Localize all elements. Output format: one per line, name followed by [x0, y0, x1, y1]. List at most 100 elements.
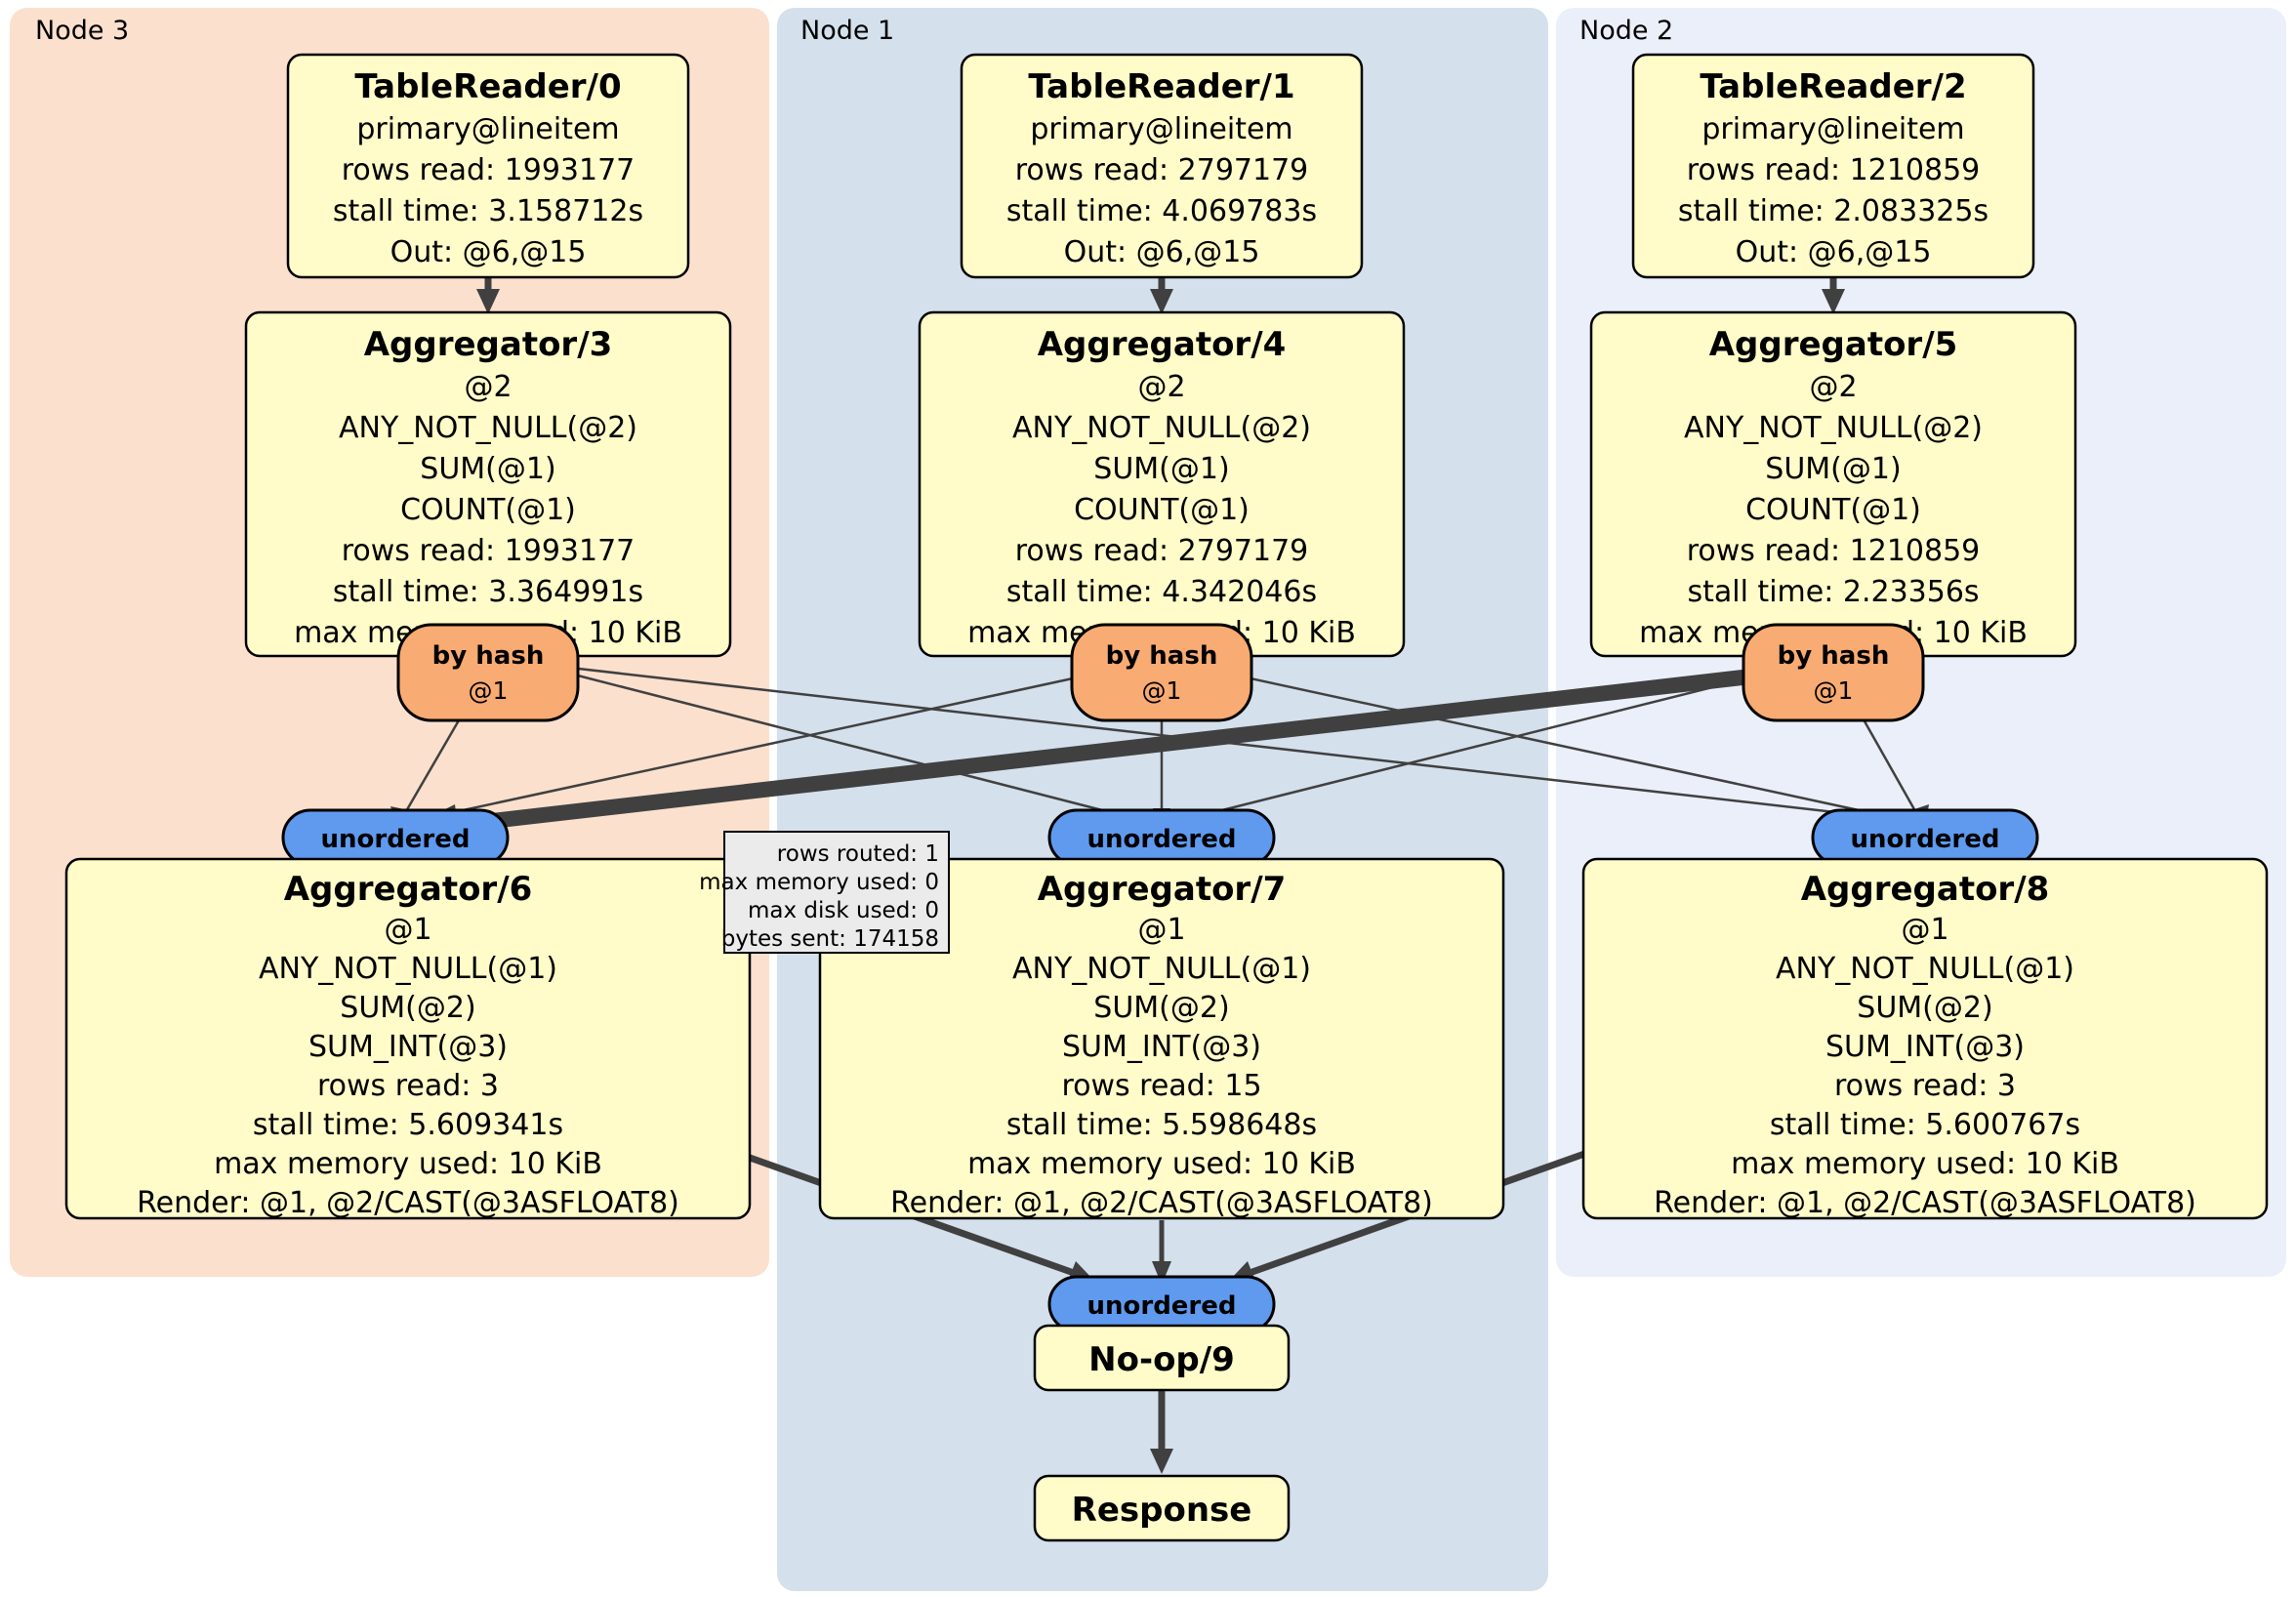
aggregator8-line-4: rows read: 3: [1834, 1069, 2016, 1103]
byhash3-sublabel: @1: [469, 676, 509, 705]
byhash4-pill[interactable]: [1070, 623, 1253, 722]
tablereader1-line-3: Out: @6,@15: [1064, 235, 1260, 269]
aggregator8-line-3: SUM_INT(@3): [1825, 1030, 2025, 1064]
tablereader0-line-3: Out: @6,@15: [390, 235, 587, 269]
aggregator8-line-5: stall time: 5.600767s: [1770, 1108, 2080, 1142]
edge-byhash4-unordered8: [1227, 672, 1905, 822]
synchronizer-unordered7[interactable]: unordered: [1047, 808, 1276, 867]
aggregator8-box[interactable]: [1581, 857, 2269, 1220]
aggregator4-line-1: ANY_NOT_NULL(@2): [1012, 411, 1311, 445]
synchronizer-unordered9[interactable]: unordered: [1047, 1275, 1276, 1333]
aggregator8-line-1: ANY_NOT_NULL(@1): [1776, 952, 2074, 986]
aggregator8-title: Aggregator/8: [1801, 870, 2050, 909]
aggregator6-line-0: @1: [384, 913, 431, 947]
edge-byhash5-unordered7: [1182, 672, 1768, 822]
processor-aggregator6[interactable]: Aggregator/6 @1 ANY_NOT_NULL(@1) SUM(@2)…: [64, 857, 752, 1220]
tablereader0-title: TableReader/0: [354, 67, 621, 106]
tablereader2-line-1: rows read: 1210859: [1687, 153, 1981, 187]
router-byhash5[interactable]: by hash @1: [1742, 623, 1925, 722]
aggregator7-title: Aggregator/7: [1038, 870, 1287, 909]
aggregator6-line-4: rows read: 3: [317, 1069, 499, 1103]
cluster-node1-label: Node 1: [800, 16, 894, 46]
edge-tr0-agg3-arrowhead: [476, 289, 500, 314]
synchronizer-unordered6[interactable]: unordered: [281, 808, 510, 867]
aggregator5-line-3: COUNT(@1): [1745, 493, 1921, 527]
aggregator5-title: Aggregator/5: [1709, 325, 1958, 364]
edge-stats-line-0: rows routed: 1: [777, 841, 939, 867]
processor-tablereader2[interactable]: TableReader/2 primary@lineitem rows read…: [1631, 53, 2035, 279]
processor-tablereader0[interactable]: TableReader/0 primary@lineitem rows read…: [286, 53, 690, 279]
aggregator3-line-0: @2: [464, 370, 512, 404]
edge-stats-tooltip-box: [723, 831, 950, 954]
aggregator6-line-5: stall time: 5.609341s: [253, 1108, 563, 1142]
aggregator6-line-3: SUM_INT(@3): [308, 1030, 508, 1064]
byhash3-pill[interactable]: [396, 623, 580, 722]
processor-tablereader1[interactable]: TableReader/1 primary@lineitem rows read…: [960, 53, 1364, 279]
processor-aggregator4[interactable]: Aggregator/4 @2 ANY_NOT_NULL(@2) SUM(@1)…: [918, 310, 1406, 658]
aggregator4-line-5: stall time: 4.342046s: [1006, 575, 1317, 609]
byhash3-label: by hash: [432, 641, 545, 671]
edge-tr1-agg4-arrowhead: [1150, 289, 1173, 314]
tablereader2-box[interactable]: [1631, 53, 2035, 279]
aggregator4-line-0: @2: [1137, 370, 1185, 404]
edge-byhash4-unordered6: [417, 672, 1096, 822]
edge-byhash3-unordered7: [569, 672, 1141, 822]
byhash4-sublabel: @1: [1142, 676, 1182, 705]
tablereader2-line-2: stall time: 2.083325s: [1678, 194, 1988, 228]
aggregator5-line-0: @2: [1809, 370, 1857, 404]
aggregator4-title: Aggregator/4: [1038, 325, 1287, 364]
aggregator6-line-1: ANY_NOT_NULL(@1): [259, 952, 557, 986]
aggregator7-line-0: @1: [1137, 913, 1185, 947]
cluster-node3-label: Node 3: [35, 16, 129, 46]
response-box[interactable]: [1033, 1474, 1291, 1542]
router-byhash3[interactable]: by hash @1: [396, 623, 580, 722]
synchronizer-unordered8[interactable]: unordered: [1811, 808, 2039, 867]
aggregator7-line-3: SUM_INT(@3): [1062, 1030, 1261, 1064]
tablereader1-line-1: rows read: 2797179: [1015, 153, 1309, 187]
edge-noop9-response-arrowhead: [1150, 1449, 1173, 1474]
aggregator6-line-2: SUM(@2): [340, 991, 475, 1025]
aggregator4-line-4: rows read: 2797179: [1015, 534, 1309, 568]
aggregator6-box[interactable]: [64, 857, 752, 1220]
tablereader1-box[interactable]: [960, 53, 1364, 279]
router-byhash4[interactable]: by hash @1: [1070, 623, 1253, 722]
aggregator8-line-2: SUM(@2): [1857, 991, 1992, 1025]
tablereader0-box[interactable]: [286, 53, 690, 279]
aggregator5-line-1: ANY_NOT_NULL(@2): [1684, 411, 1983, 445]
aggregator3-line-2: SUM(@1): [420, 452, 555, 486]
processor-aggregator5[interactable]: Aggregator/5 @2 ANY_NOT_NULL(@2) SUM(@1)…: [1589, 310, 2077, 658]
aggregator7-line-2: SUM(@2): [1093, 991, 1229, 1025]
aggregator7-line-6: max memory used: 10 KiB: [967, 1147, 1356, 1181]
aggregator7-line-7: Render: @1, @2/CAST(@3ASFLOAT8): [890, 1186, 1433, 1220]
edge-byhash5-unordered6-thick: [448, 666, 1778, 834]
processor-aggregator8[interactable]: Aggregator/8 @1 ANY_NOT_NULL(@1) SUM(@2)…: [1581, 857, 2269, 1220]
aggregator7-box[interactable]: [818, 857, 1505, 1220]
tablereader1-title: TableReader/1: [1028, 67, 1294, 106]
aggregator8-line-7: Render: @1, @2/CAST(@3ASFLOAT8): [1654, 1186, 2196, 1220]
tablereader0-line-1: rows read: 1993177: [342, 153, 636, 187]
aggregator4-line-3: COUNT(@1): [1074, 493, 1250, 527]
edge-stats-line-3: bytes sent: 174158: [721, 926, 939, 952]
unordered9-label: unordered: [1086, 1291, 1236, 1321]
edge-tr2-agg5-arrowhead: [1822, 289, 1845, 314]
noop9-box[interactable]: [1033, 1324, 1291, 1392]
processor-noop9[interactable]: No-op/9: [1033, 1324, 1291, 1392]
tablereader1-line-0: primary@lineitem: [1030, 112, 1292, 146]
aggregator5-line-2: SUM(@1): [1765, 452, 1901, 486]
aggregator4-line-2: SUM(@1): [1093, 452, 1229, 486]
processor-aggregator7[interactable]: Aggregator/7 @1 ANY_NOT_NULL(@1) SUM(@2)…: [818, 857, 1505, 1220]
processor-response[interactable]: Response: [1033, 1474, 1291, 1542]
aggregator8-line-6: max memory used: 10 KiB: [1731, 1147, 2119, 1181]
aggregator7-line-1: ANY_NOT_NULL(@1): [1012, 952, 1311, 986]
aggregator6-line-6: max memory used: 10 KiB: [214, 1147, 602, 1181]
processor-aggregator3[interactable]: Aggregator/3 @2 ANY_NOT_NULL(@2) SUM(@1)…: [244, 310, 732, 658]
aggregator3-line-4: rows read: 1993177: [342, 534, 636, 568]
byhash5-sublabel: @1: [1814, 676, 1854, 705]
edge-stats-tooltip: rows routed: 1 max memory used: 0 max di…: [699, 831, 950, 954]
tablereader2-title: TableReader/2: [1700, 67, 1966, 106]
cluster-node2-label: Node 2: [1579, 16, 1673, 46]
tablereader0-line-2: stall time: 3.158712s: [333, 194, 643, 228]
aggregator7-line-4: rows read: 15: [1061, 1069, 1261, 1103]
byhash5-pill[interactable]: [1742, 623, 1925, 722]
aggregator7-line-5: stall time: 5.598648s: [1006, 1108, 1317, 1142]
